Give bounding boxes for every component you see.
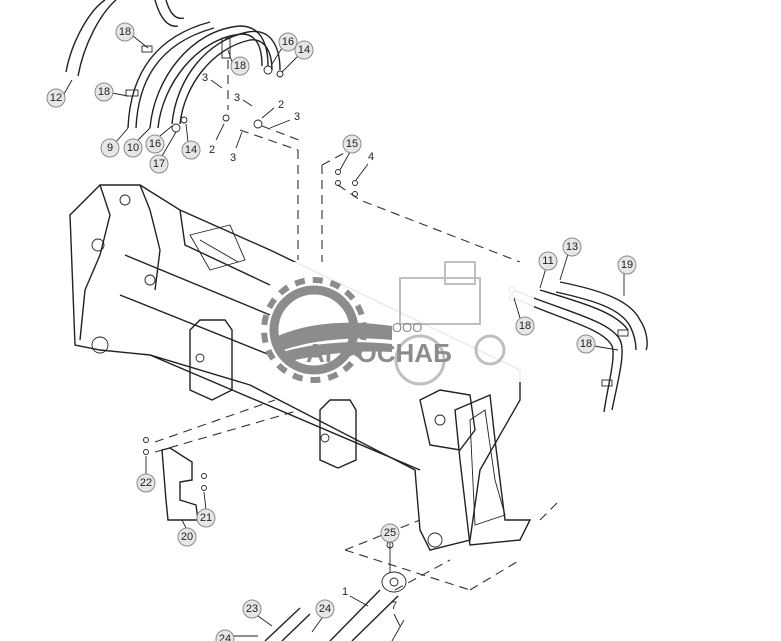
callout-14: 14 — [281, 40, 314, 73]
svg-text:18: 18 — [98, 86, 110, 98]
svg-text:2: 2 — [209, 144, 215, 156]
svg-text:23: 23 — [246, 603, 258, 615]
callout-19: 19 — [617, 255, 637, 296]
svg-text:1: 1 — [342, 586, 348, 598]
watermark-brand: АГРОСНАБ — [306, 338, 452, 368]
callout-1: 1 — [342, 586, 369, 607]
callout-18: 18 — [94, 82, 129, 102]
svg-text:7: 7 — [391, 600, 397, 612]
callout-18: 18 — [227, 49, 250, 76]
callout-22: 22 — [136, 456, 156, 493]
svg-text:16: 16 — [282, 36, 294, 48]
callout-23: 23 — [242, 599, 273, 627]
callout-16: 16 — [271, 32, 298, 65]
svg-text:15: 15 — [346, 138, 358, 150]
callout-18: 18 — [513, 297, 535, 336]
svg-text:16: 16 — [149, 138, 161, 150]
svg-text:14: 14 — [185, 144, 197, 156]
svg-text:24: 24 — [219, 633, 231, 641]
callout-18: 18 — [115, 22, 149, 49]
callout-18: 18 — [576, 334, 619, 354]
callout-11: 11 — [538, 251, 558, 289]
dashed-leaders — [154, 149, 561, 591]
callout-16: 16 — [145, 125, 173, 154]
callout-7: 7 — [391, 600, 401, 627]
watermark-tractor-icon — [394, 261, 506, 386]
callout-24: 24 — [215, 629, 258, 641]
callout-10: 10 — [123, 127, 151, 158]
callout-4: 4 — [355, 151, 374, 181]
svg-text:9: 9 — [107, 142, 113, 154]
svg-text:3: 3 — [294, 111, 300, 123]
bracket-part — [143, 437, 207, 521]
svg-text:3: 3 — [202, 72, 208, 84]
svg-text:4: 4 — [368, 151, 374, 163]
right-hose-group — [508, 281, 648, 413]
svg-text:22: 22 — [140, 477, 152, 489]
svg-text:18: 18 — [234, 60, 246, 72]
svg-text:18: 18 — [580, 338, 592, 350]
callout-15: 15 — [339, 134, 362, 171]
callout-14: 14 — [181, 123, 201, 160]
main-frame — [69, 184, 532, 551]
watermark-prefix: ООО — [392, 320, 422, 335]
callout-20: 20 — [177, 519, 197, 547]
svg-text:3: 3 — [230, 152, 236, 164]
callout-24: 24 — [311, 599, 335, 633]
svg-text:12: 12 — [50, 92, 62, 104]
svg-text:11: 11 — [542, 255, 553, 267]
svg-text:20: 20 — [181, 531, 193, 543]
svg-text:17: 17 — [153, 158, 165, 170]
svg-text:24: 24 — [319, 603, 331, 615]
callout-17: 17 — [149, 131, 177, 174]
svg-text:10: 10 — [127, 142, 139, 154]
svg-text:3: 3 — [234, 92, 240, 104]
svg-text:13: 13 — [566, 241, 578, 253]
svg-text:18: 18 — [119, 26, 131, 38]
callout-3: 3 — [202, 72, 223, 89]
callout-13: 13 — [559, 237, 582, 281]
callout-21: 21 — [196, 491, 216, 528]
svg-text:19: 19 — [621, 259, 633, 271]
svg-text:18: 18 — [519, 320, 531, 332]
callouts: 12 18 18 9 10 16 17 14 16 14 18 3 3 2 3 … — [46, 22, 637, 641]
upper-hose-group — [65, 0, 305, 260]
callout-3: 3 — [230, 131, 243, 164]
callout-12: 12 — [46, 79, 73, 108]
callout-2: 2 — [261, 99, 284, 119]
watermark: ООО АГРОСНАБ — [261, 261, 534, 386]
cylinder-part — [264, 541, 407, 641]
callout-2: 2 — [209, 123, 225, 156]
watermark-gear-icon — [261, 277, 392, 383]
svg-text:14: 14 — [298, 44, 310, 56]
svg-text:21: 21 — [200, 512, 212, 524]
svg-text:25: 25 — [384, 527, 396, 539]
callout-3: 3 — [269, 111, 300, 129]
callout-3: 3 — [234, 92, 253, 107]
callout-9: 9 — [100, 127, 129, 158]
svg-text:2: 2 — [278, 99, 284, 111]
callout-25: 25 — [380, 523, 400, 572]
